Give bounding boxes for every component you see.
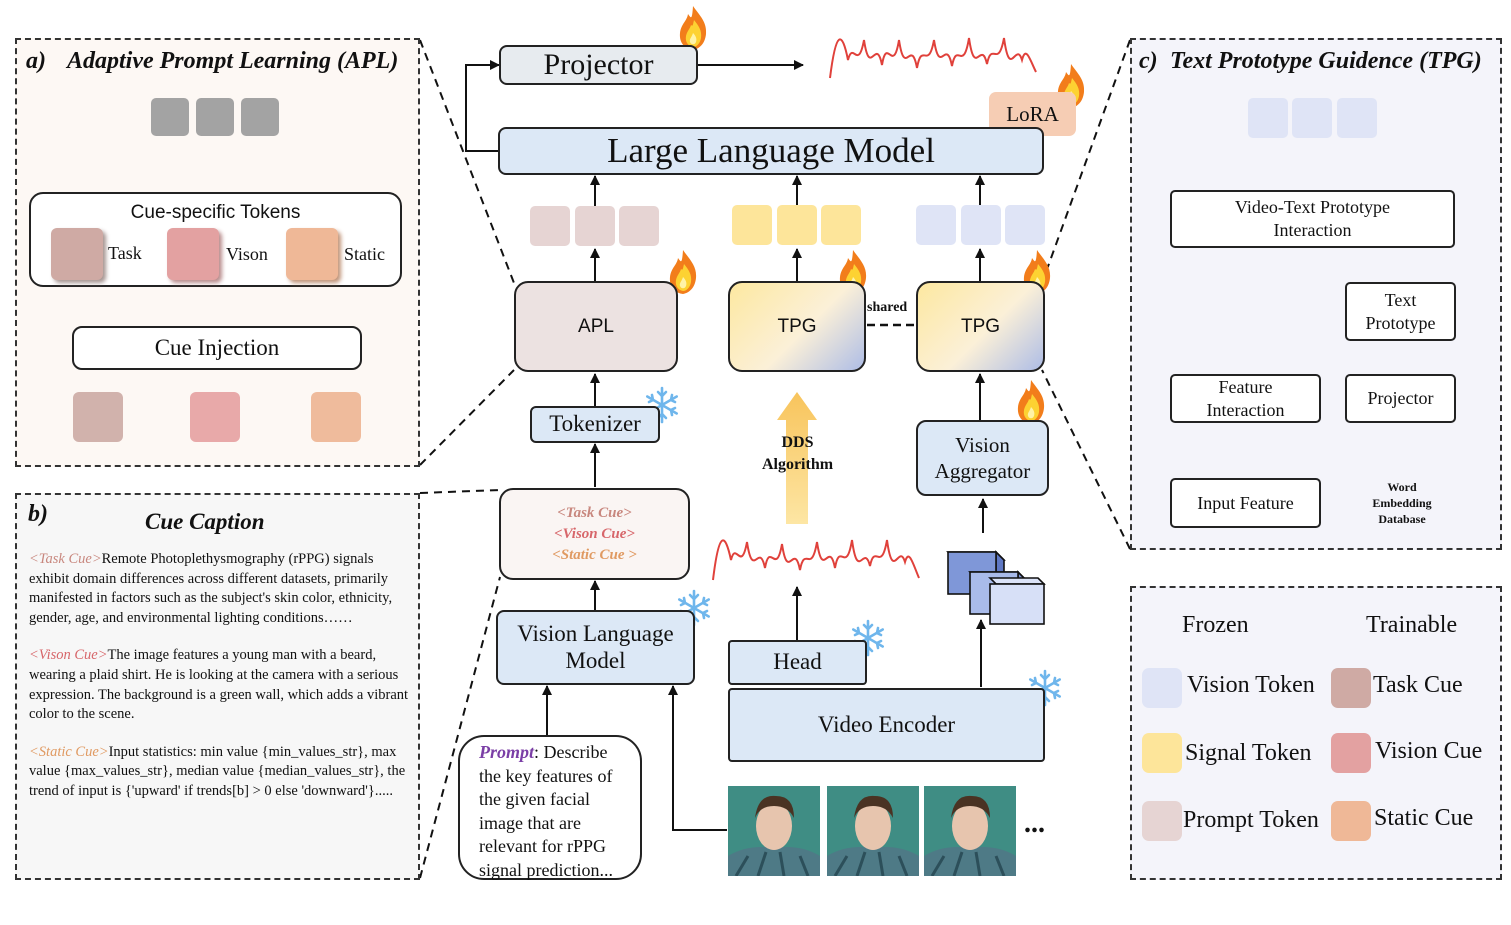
legend-prompt-token-swatch	[1142, 801, 1182, 841]
legend-panel	[1130, 586, 1502, 880]
task-cue-caption: <Task Cue>Remote Photoplethysmography (r…	[29, 551, 393, 626]
tpg-left-box: TPG	[728, 281, 866, 372]
legend-task-cue-swatch	[1331, 668, 1371, 708]
head-box: Head	[728, 640, 867, 685]
tpg-output-token	[1292, 98, 1332, 138]
legend-prompt-token: Prompt Token	[1183, 807, 1319, 833]
panel-cue-caption	[15, 493, 420, 880]
apl-output-token	[196, 98, 234, 136]
vision-label: Vison	[226, 244, 268, 264]
projector-trainable-flame-icon	[679, 6, 707, 50]
projector-box: Projector	[499, 45, 698, 85]
static-cue-caption: <Static Cue>Input statistics: min value …	[29, 743, 406, 799]
legend-frozen: Frozen	[1182, 612, 1249, 638]
legend-vision-cue-swatch	[1331, 733, 1371, 773]
signal-token	[821, 205, 861, 245]
shared-label: shared	[867, 300, 908, 315]
cue-injection-box: Cue Injection	[72, 326, 362, 370]
apl-output-token	[151, 98, 189, 136]
face-frame-3	[924, 786, 1016, 876]
prompt-label: Prompt	[479, 742, 535, 762]
dds-algorithm-label: DDS Algorithm	[761, 434, 834, 473]
tpg-projector-box: Projector	[1345, 374, 1456, 423]
panel-a-title: Adaptive Prompt Learning (APL)	[67, 48, 399, 74]
video-feature-cubes	[946, 550, 1046, 625]
legend-signal-token-swatch	[1142, 733, 1182, 773]
cue-tokens-title: Cue-specific Tokens	[130, 202, 301, 223]
llm-box: Large Language Model	[498, 127, 1044, 175]
prompt-token	[619, 206, 659, 246]
task-label: Task	[108, 243, 142, 263]
text-prototype-box: Text Prototype	[1345, 282, 1456, 341]
vision-token	[1005, 205, 1045, 245]
input-feature-box: Input Feature	[1170, 478, 1321, 528]
static-cue-token	[286, 228, 338, 280]
signal-token	[777, 205, 817, 245]
legend-vision-token: Vision Token	[1187, 672, 1315, 698]
head-signal-wave	[712, 539, 920, 581]
cue-caption-box: <Task Cue> <Vison Cue> <Static Cue >	[499, 488, 690, 580]
vision-language-model-box: Vision Language Model	[496, 610, 695, 685]
zoom-connectors	[419, 39, 1131, 879]
more-frames-ellipsis: ...	[1024, 808, 1045, 839]
box-static-cue: <Static Cue >	[552, 546, 637, 563]
feature-interaction-box: Feature Interaction	[1170, 374, 1321, 423]
box-task-cue: <Task Cue>	[557, 504, 632, 521]
aggregator-trainable-flame-icon	[1017, 380, 1045, 424]
face-frame-2	[827, 786, 919, 876]
video-text-prototype-interaction-box: Video-Text Prototype Interaction	[1170, 190, 1455, 248]
legend-vision-cue: Vision Cue	[1375, 738, 1483, 764]
legend-vision-token-swatch	[1142, 668, 1182, 708]
vision-cue-caption: <Vison Cue>The image features a young ma…	[29, 647, 409, 723]
panel-c-label: c)	[1139, 48, 1158, 74]
legend-task-cue: Task Cue	[1373, 672, 1463, 698]
prompt-box: Prompt: Describe the key features of the…	[458, 735, 642, 880]
legend-static-cue: Static Cue	[1374, 805, 1474, 831]
panel-c-title: Text Prototype Guidence (TPG)	[1170, 48, 1482, 74]
panel-a-label: a)	[26, 48, 46, 74]
vision-cue-input-token	[190, 392, 240, 442]
tokenizer-box: Tokenizer	[530, 406, 660, 443]
box-vision-cue: <Vison Cue>	[554, 525, 635, 542]
task-cue-token	[51, 228, 103, 280]
vision-token	[916, 205, 956, 245]
prompt-token	[530, 206, 570, 246]
legend-static-cue-swatch	[1331, 801, 1371, 841]
legend-signal-token: Signal Token	[1185, 740, 1312, 766]
signal-token	[732, 205, 772, 245]
panel-b-label: b)	[28, 501, 48, 527]
main-arrows	[465, 60, 988, 831]
static-cue-input-token	[311, 392, 361, 442]
prompt-text: : Describe the key features of the given…	[479, 742, 613, 880]
static-label: Static	[344, 244, 385, 264]
tpg-output-token	[1337, 98, 1377, 138]
prompt-token	[575, 206, 615, 246]
tpg-output-token	[1248, 98, 1288, 138]
vision-cue-token	[167, 228, 219, 280]
apl-output-token	[241, 98, 279, 136]
word-embedding-database-label: Word Embedding Database	[1372, 480, 1432, 526]
dds-arrow	[777, 392, 817, 524]
output-signal-wave	[829, 37, 1037, 79]
apl-box: APL	[514, 281, 678, 372]
legend-trainable: Trainable	[1366, 612, 1458, 638]
vision-token	[961, 205, 1001, 245]
cue-caption-text: <Task Cue>Remote Photoplethysmography (r…	[29, 550, 413, 820]
vision-aggregator-box: Vision Aggregator	[916, 420, 1049, 496]
panel-b-title: Cue Caption	[145, 509, 265, 534]
video-encoder-box: Video Encoder	[728, 688, 1045, 762]
tpg-right-box: TPG	[916, 281, 1045, 372]
face-frame-1	[728, 786, 820, 876]
task-cue-input-token	[73, 392, 123, 442]
